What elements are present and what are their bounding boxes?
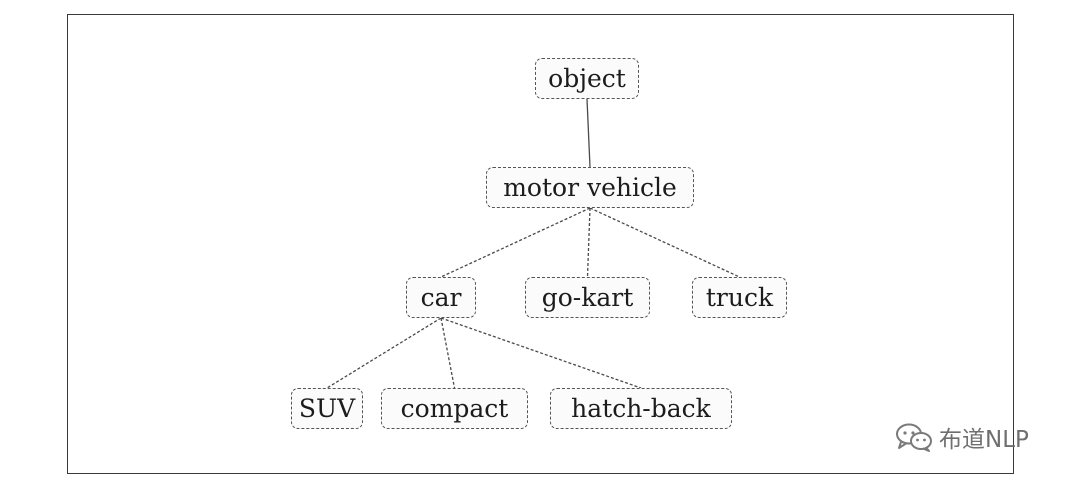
node-go-kart: go-kart: [525, 277, 650, 318]
edge-car-suv: [326, 317, 442, 389]
edge-motor-vehicle-truck: [589, 207, 740, 278]
watermark-text: 布道NLP: [939, 427, 1029, 453]
node-car: car: [406, 277, 476, 318]
edge-motor-vehicle-go-kart: [586, 207, 591, 278]
watermark: 布道NLP: [895, 420, 1029, 454]
node-object: object: [535, 58, 639, 99]
node-motor-vehicle: motor vehicle: [486, 167, 694, 208]
node-hatch-back: hatch-back: [550, 388, 732, 429]
edge-motor-vehicle-car: [440, 207, 591, 278]
node-suv: SUV: [291, 388, 363, 429]
figure-frame: [67, 14, 1014, 474]
wechat-icon: [895, 422, 933, 452]
edge-object-motor-vehicle: [586, 98, 591, 168]
node-truck: truck: [692, 277, 787, 318]
node-compact: compact: [381, 388, 528, 429]
edge-car-hatch-back: [440, 317, 642, 389]
edge-car-compact: [440, 317, 456, 389]
